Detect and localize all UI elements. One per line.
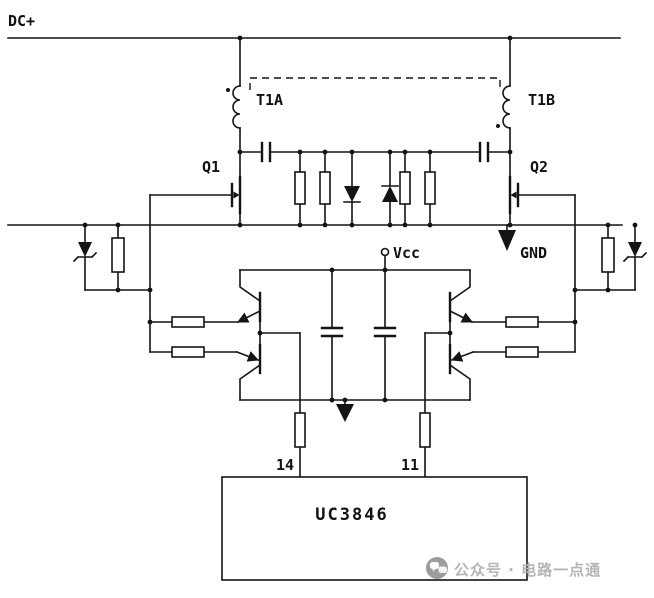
core-coupling-dashed-line [249,77,501,90]
pin-14-label: 14 [276,456,294,474]
phase-dot-t1b [496,124,500,128]
watermark: 公众号 · 电路一点通 [426,557,601,579]
pin-14-connection: 14 [276,332,306,478]
dc-plus-label: DC+ [8,12,35,30]
decoupling-caps [320,267,397,403]
transformer-t1: T1A T1B [226,77,555,129]
ground-arrow-icon [336,404,354,422]
drive-resistor-right-lower [505,346,539,358]
snubber-diode-left [344,186,360,202]
t1b-label: T1B [528,91,555,109]
snubber-resistor [424,171,436,205]
gnd-marker: GND [498,224,547,262]
driver-stage [149,267,576,422]
zener-diode-left [78,242,92,257]
snubber-network [239,141,511,228]
vcc-terminal-icon [380,247,390,257]
bjt-lower-left-emitter [235,350,260,362]
totem-pole-right [424,269,576,401]
ic-label: UC3846 [315,505,388,525]
bjt-lower-right-emitter [450,350,475,362]
ic-uc3846: UC3846 [221,476,528,581]
pin-11-connection: 11 [401,332,431,478]
phase-dot-t1a [226,88,230,92]
q1-body-arrow [233,191,240,199]
snubber-resistor [399,171,411,205]
base-resistor-pin14 [294,412,306,448]
drive-resistor-left-lower [171,346,205,358]
gate-protection-left [72,194,153,353]
q1-label: Q1 [202,158,220,176]
snubber-resistor [319,171,331,205]
pin-11-label: 11 [401,456,419,474]
decoupling-cap-2 [373,326,397,338]
bjt-upper-left-emitter [236,309,262,324]
gnd-label: GND [520,244,547,262]
q2-label: Q2 [530,158,548,176]
vcc-label: Vcc [393,244,420,262]
snubber-resistor [294,171,306,205]
drive-resistor-left-upper [171,316,205,328]
bjt-upper-right-emitter [448,309,474,324]
vcc-terminal: Vcc [380,244,420,271]
mosfet-q1: Q1 [149,127,243,228]
watermark-text: 公众号 · 电路一点通 [454,561,601,579]
base-resistor-pin11 [419,412,431,448]
zener-diode-right [628,242,642,257]
q2-body-arrow [510,191,517,199]
gate-resistor-right [601,237,615,273]
winding-t1a [232,85,241,129]
drive-resistor-right-upper [505,316,539,328]
winding-t1b [502,85,511,129]
totem-pole-left [149,269,301,401]
gnd-arrow-icon [498,230,516,251]
t1a-label: T1A [256,91,283,109]
decoupling-cap-1 [320,326,344,338]
power-rail-top: DC+ [7,12,621,87]
snubber-diode-right [382,186,398,202]
ic-body [221,476,528,581]
gate-protection-right [572,194,648,353]
mosfet-q2: Q2 [507,127,576,228]
gate-resistor-left [111,237,125,273]
